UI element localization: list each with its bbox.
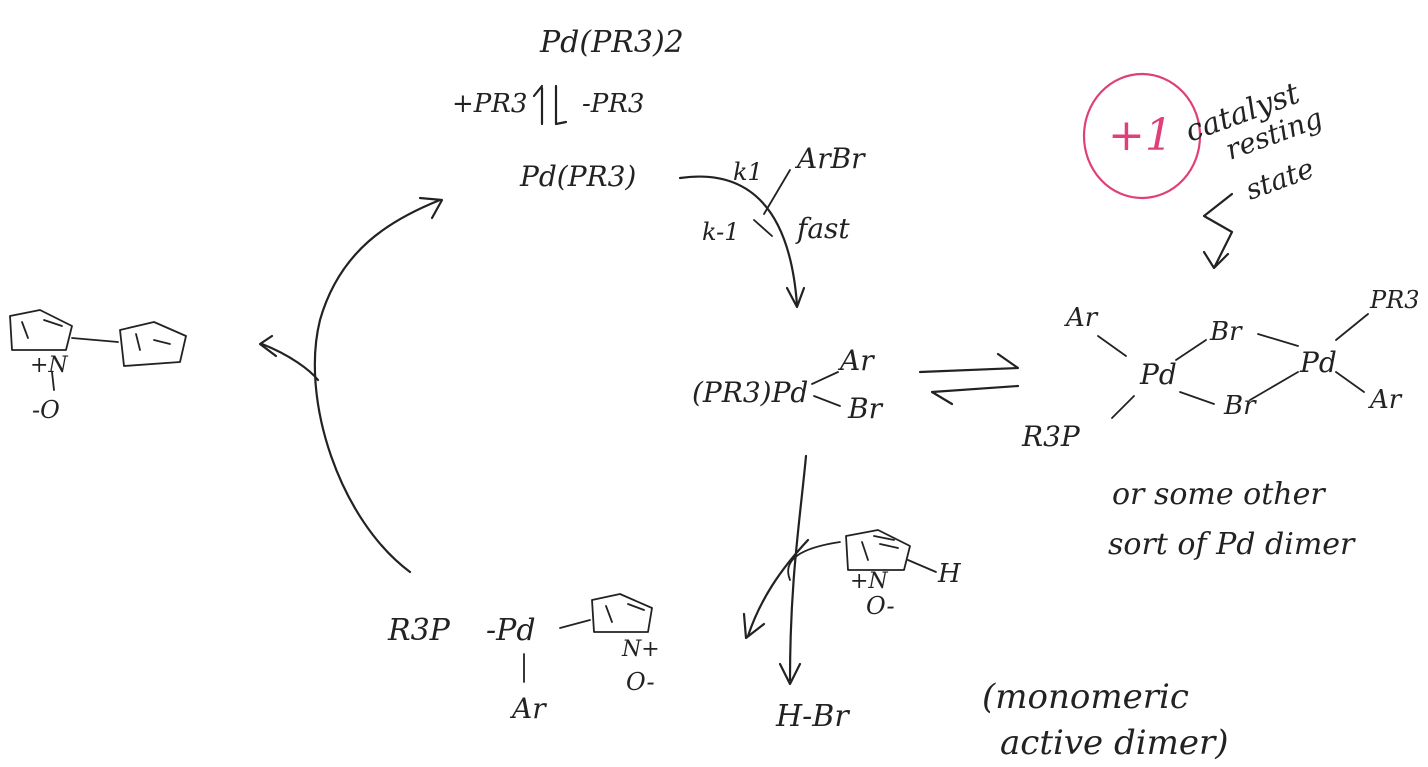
product-n-plus: +N xyxy=(30,353,68,378)
intermediate-pyridine-ring xyxy=(591,593,653,633)
product-release-arrow xyxy=(260,342,320,382)
product-oxide: -O xyxy=(32,396,60,424)
cmd-branch-arrow xyxy=(746,538,810,638)
equilibrium-up-arrow xyxy=(532,84,544,126)
cycle-return-arrowhead xyxy=(418,196,444,220)
reagent-proton: H xyxy=(937,559,962,589)
dimer-note-line2: sort of Pd dimer xyxy=(1108,527,1356,562)
pd-aryl-bond xyxy=(811,371,839,385)
reagent-oxide: O- xyxy=(866,592,895,620)
reverse-exit-tick xyxy=(753,219,773,237)
pd-complex-halide: Br xyxy=(847,392,884,425)
intermediate-oxide: O- xyxy=(626,668,655,696)
grade-circle xyxy=(1082,72,1202,200)
intermediate-aryl: Ar xyxy=(509,692,547,725)
arbr-entry-tick xyxy=(763,169,791,215)
product-release-arrowhead xyxy=(258,334,278,358)
intermediate-pd: -Pd xyxy=(486,613,536,648)
byproduct-hbr: H-Br xyxy=(775,699,850,734)
dimer-bridge-br-top: Br xyxy=(1209,317,1243,347)
intermediate-phosphine: R3P xyxy=(387,613,451,648)
dimer-bonds xyxy=(1097,313,1369,419)
dimer-equilibrium-forward xyxy=(918,352,1020,374)
product-pyridine-n-oxide xyxy=(9,309,187,391)
equilibrium-down-arrow xyxy=(554,84,568,126)
monoligated-pd-label: Pd(PR3) xyxy=(519,160,636,193)
precatalyst-label: Pd(PR3)2 xyxy=(539,25,684,60)
aryl-bromide-label: ArBr xyxy=(794,142,866,175)
dimer-aryl-bottom: Ar xyxy=(1368,385,1403,415)
cmd-main-arrow xyxy=(788,454,808,682)
dimer-bridge-br-bottom: Br xyxy=(1223,391,1257,421)
cmd-main-arrowhead xyxy=(778,662,802,686)
resting-note-pointer xyxy=(1202,192,1234,270)
pyridine-n-oxide-reagent: H +N O- xyxy=(845,529,962,620)
rate-fast-label: fast xyxy=(795,212,850,245)
dimer-equilibrium-reverse xyxy=(930,384,1020,406)
dimer-note-line1: or some other xyxy=(1112,477,1326,512)
pd-pyridyl-bond xyxy=(559,619,591,629)
oxidative-addition-arrowhead xyxy=(785,286,806,309)
dimer-phosphine-left: R3P xyxy=(1021,420,1081,453)
cmd-branch-arrowhead xyxy=(742,612,766,640)
dimer-pd-left: Pd xyxy=(1139,358,1177,391)
dimer-pd-right: Pd xyxy=(1299,346,1337,379)
k-forward-label: k1 xyxy=(733,158,763,186)
cycle-return-arrow xyxy=(313,198,442,574)
pd-complex-ligand: (PR3)Pd xyxy=(692,376,808,409)
pd-complex-aryl: Ar xyxy=(837,344,875,377)
pd-bromide-bond xyxy=(813,395,841,407)
remove-ligand-label: -PR3 xyxy=(582,89,644,119)
reagent-n-plus: +N xyxy=(850,569,888,594)
resting-note-line3: state xyxy=(1241,152,1318,207)
add-ligand-label: +PR3 xyxy=(452,89,527,119)
k-reverse-label: k-1 xyxy=(702,218,740,246)
intermediate-n-plus: N+ xyxy=(621,637,660,662)
oxidative-addition-arrow xyxy=(678,175,799,307)
dimer-phosphine-right: PR3 xyxy=(1369,286,1420,314)
cmd-reagent-arrow xyxy=(787,541,841,581)
footnote-line2: active dimer) xyxy=(1000,723,1229,763)
footnote-line1: (monomeric xyxy=(982,677,1189,717)
dimer-aryl-top: Ar xyxy=(1064,303,1099,333)
grade-mark: +1 xyxy=(1108,110,1173,161)
